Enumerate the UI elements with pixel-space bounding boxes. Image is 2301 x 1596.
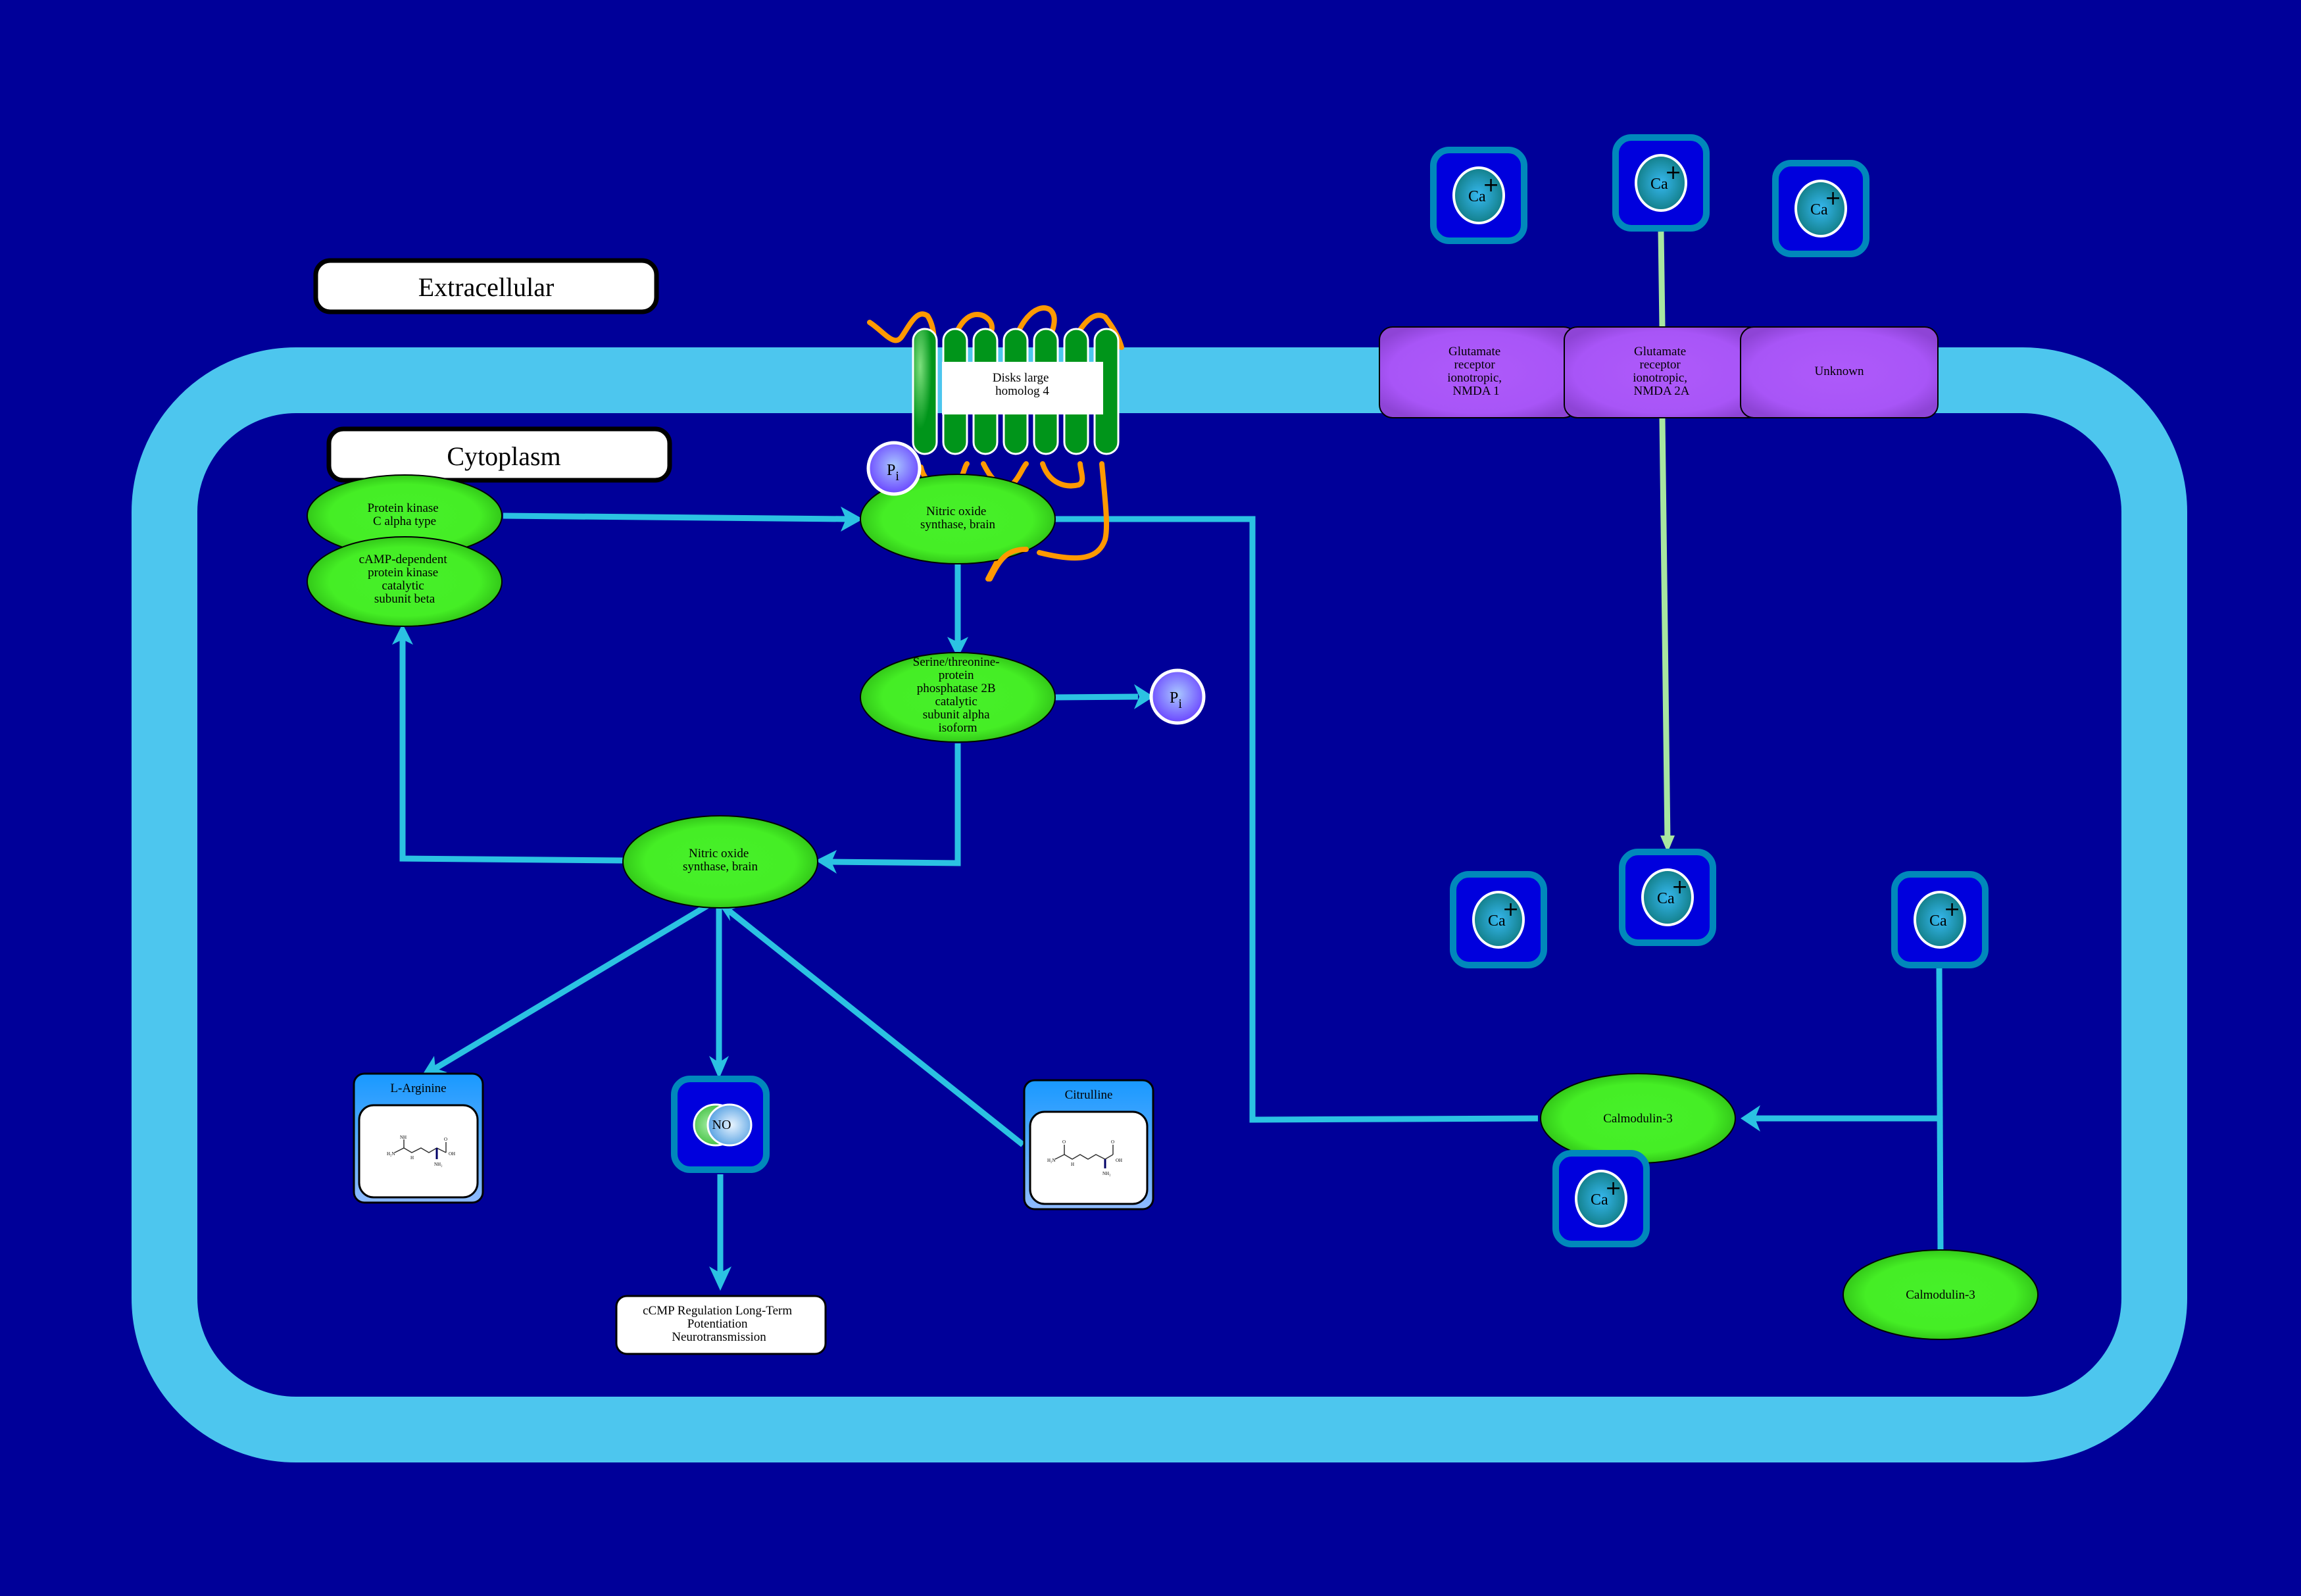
edge-phosphatase-to-pi (1054, 684, 1154, 709)
svg-text:NH₂: NH₂ (434, 1162, 443, 1167)
calmodulin-3-mid[interactable]: Calmodulin-3 (1540, 1073, 1736, 1164)
ca-ion-label: Ca (1929, 912, 1947, 930)
edge-ca-to-calmodulin (1741, 966, 1944, 1252)
svg-text:H: H (1071, 1162, 1074, 1167)
svg-text:H₂N: H₂N (387, 1151, 395, 1157)
phosphate-top-label: Pi (887, 462, 899, 484)
ca-charge-label: + (1605, 1177, 1621, 1200)
svg-text:OH: OH (1116, 1158, 1122, 1163)
svg-text:NH₂: NH₂ (1102, 1171, 1111, 1176)
l-arginine-structure-icon: NH H₂N H O OH NH₂ (387, 1135, 455, 1167)
svg-text:O: O (1062, 1139, 1066, 1145)
edge-ca-transport (1658, 231, 1675, 853)
ca-charge-label: + (1944, 898, 1960, 921)
receptor-nmda-2a[interactable]: Glutamate receptor ionotropic, NMDA 2A (1564, 326, 1762, 418)
svg-text:H₂N: H₂N (1047, 1158, 1056, 1163)
nitric-oxide-synthase-top[interactable]: Nitric oxide synthase, brain (860, 474, 1056, 564)
calmodulin-bottom-label: Calmodulin-3 (1906, 1288, 1975, 1302)
nitric-oxide-synthase-mid[interactable]: Nitric oxide synthase, brain (622, 815, 818, 909)
nos-mid-label: Nitric oxide synthase, brain (683, 847, 758, 874)
ca-ion-label: Ca (1488, 912, 1506, 930)
edge-nos-to-phosphatase (947, 564, 968, 658)
citrulline-label: Citrulline (1065, 1088, 1113, 1102)
ca-ion-cytoplasm-1[interactable]: Ca+ (1450, 871, 1547, 968)
l-arginine-label: L-Arginine (390, 1082, 446, 1095)
phosphate-top[interactable]: Pi (866, 441, 922, 496)
svg-text:O: O (1111, 1139, 1114, 1145)
ca-charge-label: + (1502, 898, 1519, 921)
ca-charge-label: + (1483, 174, 1499, 197)
pka-label: cAMP-dependent protein kinase catalytic … (359, 553, 451, 606)
phosphatase-label: Serine/threonine- protein phosphatase 2B… (913, 655, 1003, 735)
extracellular-text: Extracellular (418, 272, 555, 302)
citrulline[interactable]: Citrulline O H₂N H O OH NH₂ (1023, 1079, 1154, 1210)
cytoplasm-label: Cytoplasm (326, 426, 672, 483)
extracellular-label: Extracellular (313, 258, 659, 314)
disks-large-homolog-4[interactable]: Disks large homolog 4 (867, 305, 1124, 582)
ca-charge-label: + (1825, 187, 1841, 210)
receptor-unknown[interactable]: Unknown (1740, 326, 1939, 418)
ca-ion-label: Ca (1591, 1191, 1608, 1209)
cell-membrane (132, 347, 2187, 1462)
ca-charge-label: + (1665, 161, 1681, 184)
citrulline-structure-icon: O H₂N H O OH NH₂ (1047, 1139, 1122, 1176)
receptor-nmda-1-label: Glutamate receptor ionotropic, NMDA 1 (1447, 345, 1505, 398)
ca-ion-label: Ca (1468, 188, 1486, 205)
l-arginine[interactable]: L-Arginine NH H₂N H O OH NH₂ (353, 1072, 484, 1204)
edge-phosphatase-to-nos-mid (816, 743, 961, 874)
ca-ion-extracellular-3[interactable]: Ca+ (1772, 160, 1869, 257)
ca-ion-label: Ca (1650, 176, 1668, 193)
no-label: NO (712, 1118, 731, 1132)
ca-ion-bound-calmodulin[interactable]: Ca+ (1552, 1150, 1650, 1247)
ca-ion-extracellular-1[interactable]: Ca+ (1430, 147, 1527, 244)
nos-top-label: Nitric oxide synthase, brain (920, 505, 995, 532)
pkc-label: Protein kinase C alpha type (368, 501, 442, 528)
dlg4-tail (987, 547, 1029, 582)
edge-nos-mid-to-pka (392, 624, 624, 864)
receptor-nmda-2a-label: Glutamate receptor ionotropic, NMDA 2A (1633, 345, 1691, 398)
edge-nos-to-calmodulin (1055, 516, 1539, 1123)
ca-ion-label: Ca (1657, 890, 1675, 907)
phosphate-right[interactable]: Pi (1149, 668, 1206, 725)
ca-charge-label: + (1671, 876, 1688, 899)
edge-nos-mid-to-no (709, 905, 729, 1079)
edge-nos-mid-to-arginine (421, 897, 719, 1077)
svg-text:OH: OH (449, 1151, 455, 1157)
calmodulin-3-bottom[interactable]: Calmodulin-3 (1843, 1249, 2039, 1340)
calmodulin-mid-label: Calmodulin-3 (1603, 1112, 1673, 1126)
ca-ion-cytoplasm-2[interactable]: Ca+ (1619, 849, 1716, 946)
ca-ion-extracellular-2[interactable]: Ca+ (1612, 134, 1710, 232)
protein-kinase-c-alpha[interactable]: Protein kinase C alpha type (307, 474, 503, 557)
edge-no-to-outcome (709, 1174, 731, 1291)
outcome-box[interactable]: cCMP Regulation Long-Term Potentiation N… (615, 1295, 827, 1355)
receptor-nmda-1[interactable]: Glutamate receptor ionotropic, NMDA 1 (1379, 326, 1577, 418)
nitric-oxide-molecule[interactable]: NO (671, 1076, 770, 1173)
svg-text:H: H (410, 1155, 414, 1160)
ca-ion-cytoplasm-3[interactable]: Ca+ (1891, 871, 1989, 968)
edge-pkc-to-nos (503, 507, 863, 532)
phosphate-right-label: Pi (1170, 689, 1182, 711)
ca-ion-label: Ca (1810, 201, 1828, 218)
receptor-unknown-label: Unknown (1815, 364, 1864, 378)
svg-text:NH: NH (400, 1135, 407, 1140)
outcome-label: cCMP Regulation Long-Term Potentiation N… (643, 1304, 795, 1344)
cytoplasm-text: Cytoplasm (447, 441, 560, 471)
disks-large-label: Disks large homolog 4 (993, 371, 1052, 398)
svg-text:O: O (444, 1137, 447, 1142)
camp-dependent-protein-kinase[interactable]: cAMP-dependent protein kinase catalytic … (307, 536, 503, 627)
serine-threonine-phosphatase-2b[interactable]: Serine/threonine- protein phosphatase 2B… (860, 652, 1056, 743)
